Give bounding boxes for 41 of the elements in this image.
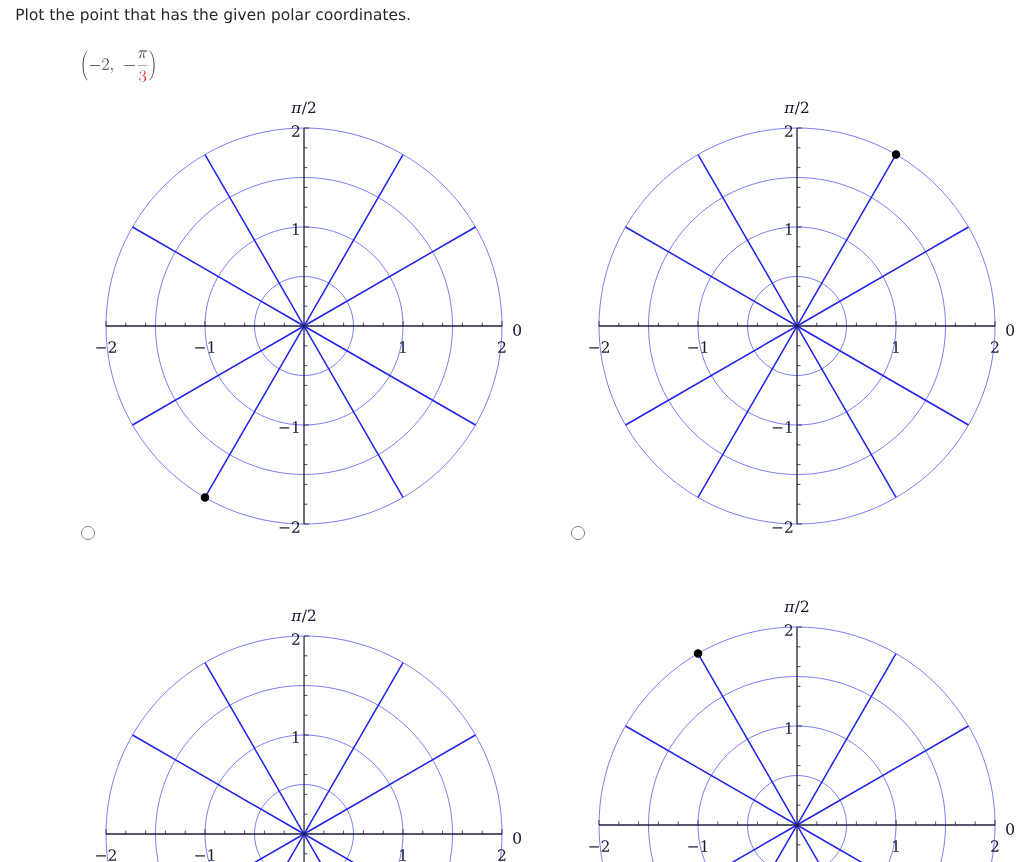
tick-label: 1: [399, 849, 406, 861]
tick-label: 1: [785, 223, 792, 235]
angle-label: 0: [1006, 324, 1015, 336]
tick-label: 1: [893, 840, 899, 852]
tick-label: −2: [96, 849, 116, 861]
angle-label: π/2: [784, 101, 809, 115]
tick-label: 1: [292, 731, 299, 743]
tick-label: −1: [688, 341, 708, 353]
angle-label: π/2: [291, 101, 316, 115]
tick-label: 1: [785, 722, 792, 734]
tick-label: 2: [498, 341, 506, 353]
tick-label: −1: [688, 840, 708, 852]
plotted-point: [200, 493, 210, 502]
tick-label: −2: [589, 840, 609, 852]
plotted-point: [891, 150, 901, 159]
tick-label: −2: [279, 521, 300, 533]
tick-label: 1: [292, 223, 299, 235]
tick-label: −1: [772, 421, 792, 433]
tick-label: 2: [498, 849, 506, 861]
tick-label: −1: [195, 849, 215, 861]
tick-label: 2: [785, 624, 793, 636]
question-text: Plot the point that has the given polar coordinates.: [16, 8, 410, 24]
tick-label: 1: [399, 341, 406, 353]
tick-label: −2: [772, 521, 793, 533]
tick-label: 2: [292, 633, 300, 645]
angle-label: 0: [513, 832, 522, 844]
formula: $\left(-2,\ -\frac{\pi}{\textcolor{red}{3}}\right)$: [82, 50, 155, 82]
tick-label: −1: [195, 341, 215, 353]
tick-label: 2: [991, 341, 999, 353]
plotted-point: [693, 649, 703, 658]
tick-label: −2: [589, 341, 609, 353]
tick-label: 2: [991, 840, 999, 852]
tick-label: 2: [785, 125, 793, 137]
angle-label: π/2: [291, 609, 316, 623]
tick-label: 2: [292, 125, 300, 137]
tick-label: −1: [279, 421, 299, 433]
tick-label: −2: [96, 341, 116, 353]
angle-label: 0: [1006, 823, 1015, 835]
angle-label: π/2: [784, 600, 809, 614]
tick-label: 1: [893, 341, 899, 353]
angle-label: 0: [513, 324, 522, 336]
